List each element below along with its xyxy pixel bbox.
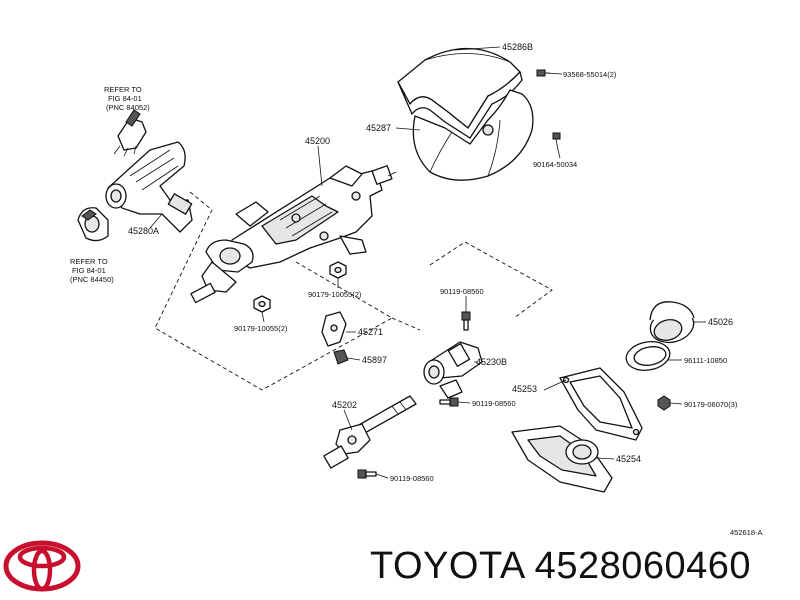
nut-left	[253, 295, 271, 313]
referred-part-bottom	[77, 207, 109, 242]
bolt-upper	[461, 311, 471, 331]
ref-top-line1: REFER TO	[104, 85, 142, 94]
cover-screw-lower	[552, 132, 561, 151]
leader-90119-lower	[375, 473, 389, 479]
upper-column-cover	[397, 47, 523, 139]
brand-part-number: TOYOTA 4528060460	[370, 545, 752, 587]
leader-45287	[395, 127, 421, 131]
label-90119-lower: 90119-08560	[390, 474, 434, 483]
leader-45254	[595, 457, 615, 460]
label-90179-right: 90179-10055(2)	[308, 290, 362, 299]
leader-90119-middle	[457, 401, 471, 404]
label-45253: 45253	[512, 384, 537, 394]
label-45280A: 45280A	[128, 226, 159, 236]
label-45286B: 45286B	[502, 42, 533, 52]
assembly-frame-middle-lower	[391, 317, 421, 331]
label-90119-upper: 90119-08560	[440, 287, 484, 296]
referred-part-top	[113, 109, 147, 157]
steering-column-assembly	[190, 165, 397, 304]
ref-bottom-line1: REFER TO	[70, 257, 108, 266]
bolt-lower	[357, 469, 377, 479]
ref-top-line3: (PNC 84052)	[106, 103, 150, 112]
label-93568: 93568-55014(2)	[563, 70, 617, 79]
clip	[333, 349, 349, 365]
toyota-logo-icon	[3, 540, 81, 592]
bolt-middle	[439, 397, 459, 407]
leader-45202	[343, 409, 353, 431]
ref-bottom-line3: (PNC 84450)	[70, 275, 114, 284]
intermediate-shaft	[323, 395, 417, 469]
leader-93568	[544, 72, 563, 75]
universal-joint-upper	[423, 341, 483, 399]
clamp-band	[625, 341, 671, 371]
leader-45286B	[454, 46, 501, 51]
lock-housing	[105, 141, 193, 233]
label-45897: 45897	[362, 355, 387, 365]
lower-column-cover	[412, 89, 534, 181]
ref-top-line2: FIG 84-01	[108, 94, 142, 103]
boot-seal	[649, 301, 695, 344]
leader-45280A	[149, 213, 163, 229]
label-45254: 45254	[616, 454, 641, 464]
cover-plate	[511, 425, 613, 493]
nut-right	[329, 261, 347, 279]
nut-small	[657, 395, 671, 411]
leader-45253	[543, 379, 567, 391]
label-90119-middle: 90119-08560	[472, 399, 516, 408]
label-45202: 45202	[332, 400, 357, 410]
assembly-frame-left	[154, 191, 393, 391]
leader-45897	[347, 357, 361, 361]
label-96111: 96111-10850	[684, 356, 727, 365]
label-90179-left: 90179-10055(2)	[234, 324, 288, 333]
diagram-code: 452618-A	[730, 528, 763, 537]
label-45287: 45287	[366, 123, 391, 133]
label-45271: 45271	[358, 327, 383, 337]
ref-bottom-line2: FIG 84-01	[72, 266, 106, 275]
leader-45200	[317, 145, 323, 187]
leader-90164	[557, 149, 561, 159]
gasket-plate	[559, 367, 643, 441]
bracket	[321, 311, 347, 347]
label-45026: 45026	[708, 317, 733, 327]
label-45230B: 45230B	[476, 357, 507, 367]
label-90179-06070: 90179-06070(3)	[684, 400, 738, 409]
leader-90179-06070	[669, 402, 683, 405]
assembly-frame-middle	[429, 241, 553, 319]
label-90164: 90164-50034	[533, 160, 577, 169]
label-45200: 45200	[305, 136, 330, 146]
leader-90179-left	[261, 311, 265, 323]
